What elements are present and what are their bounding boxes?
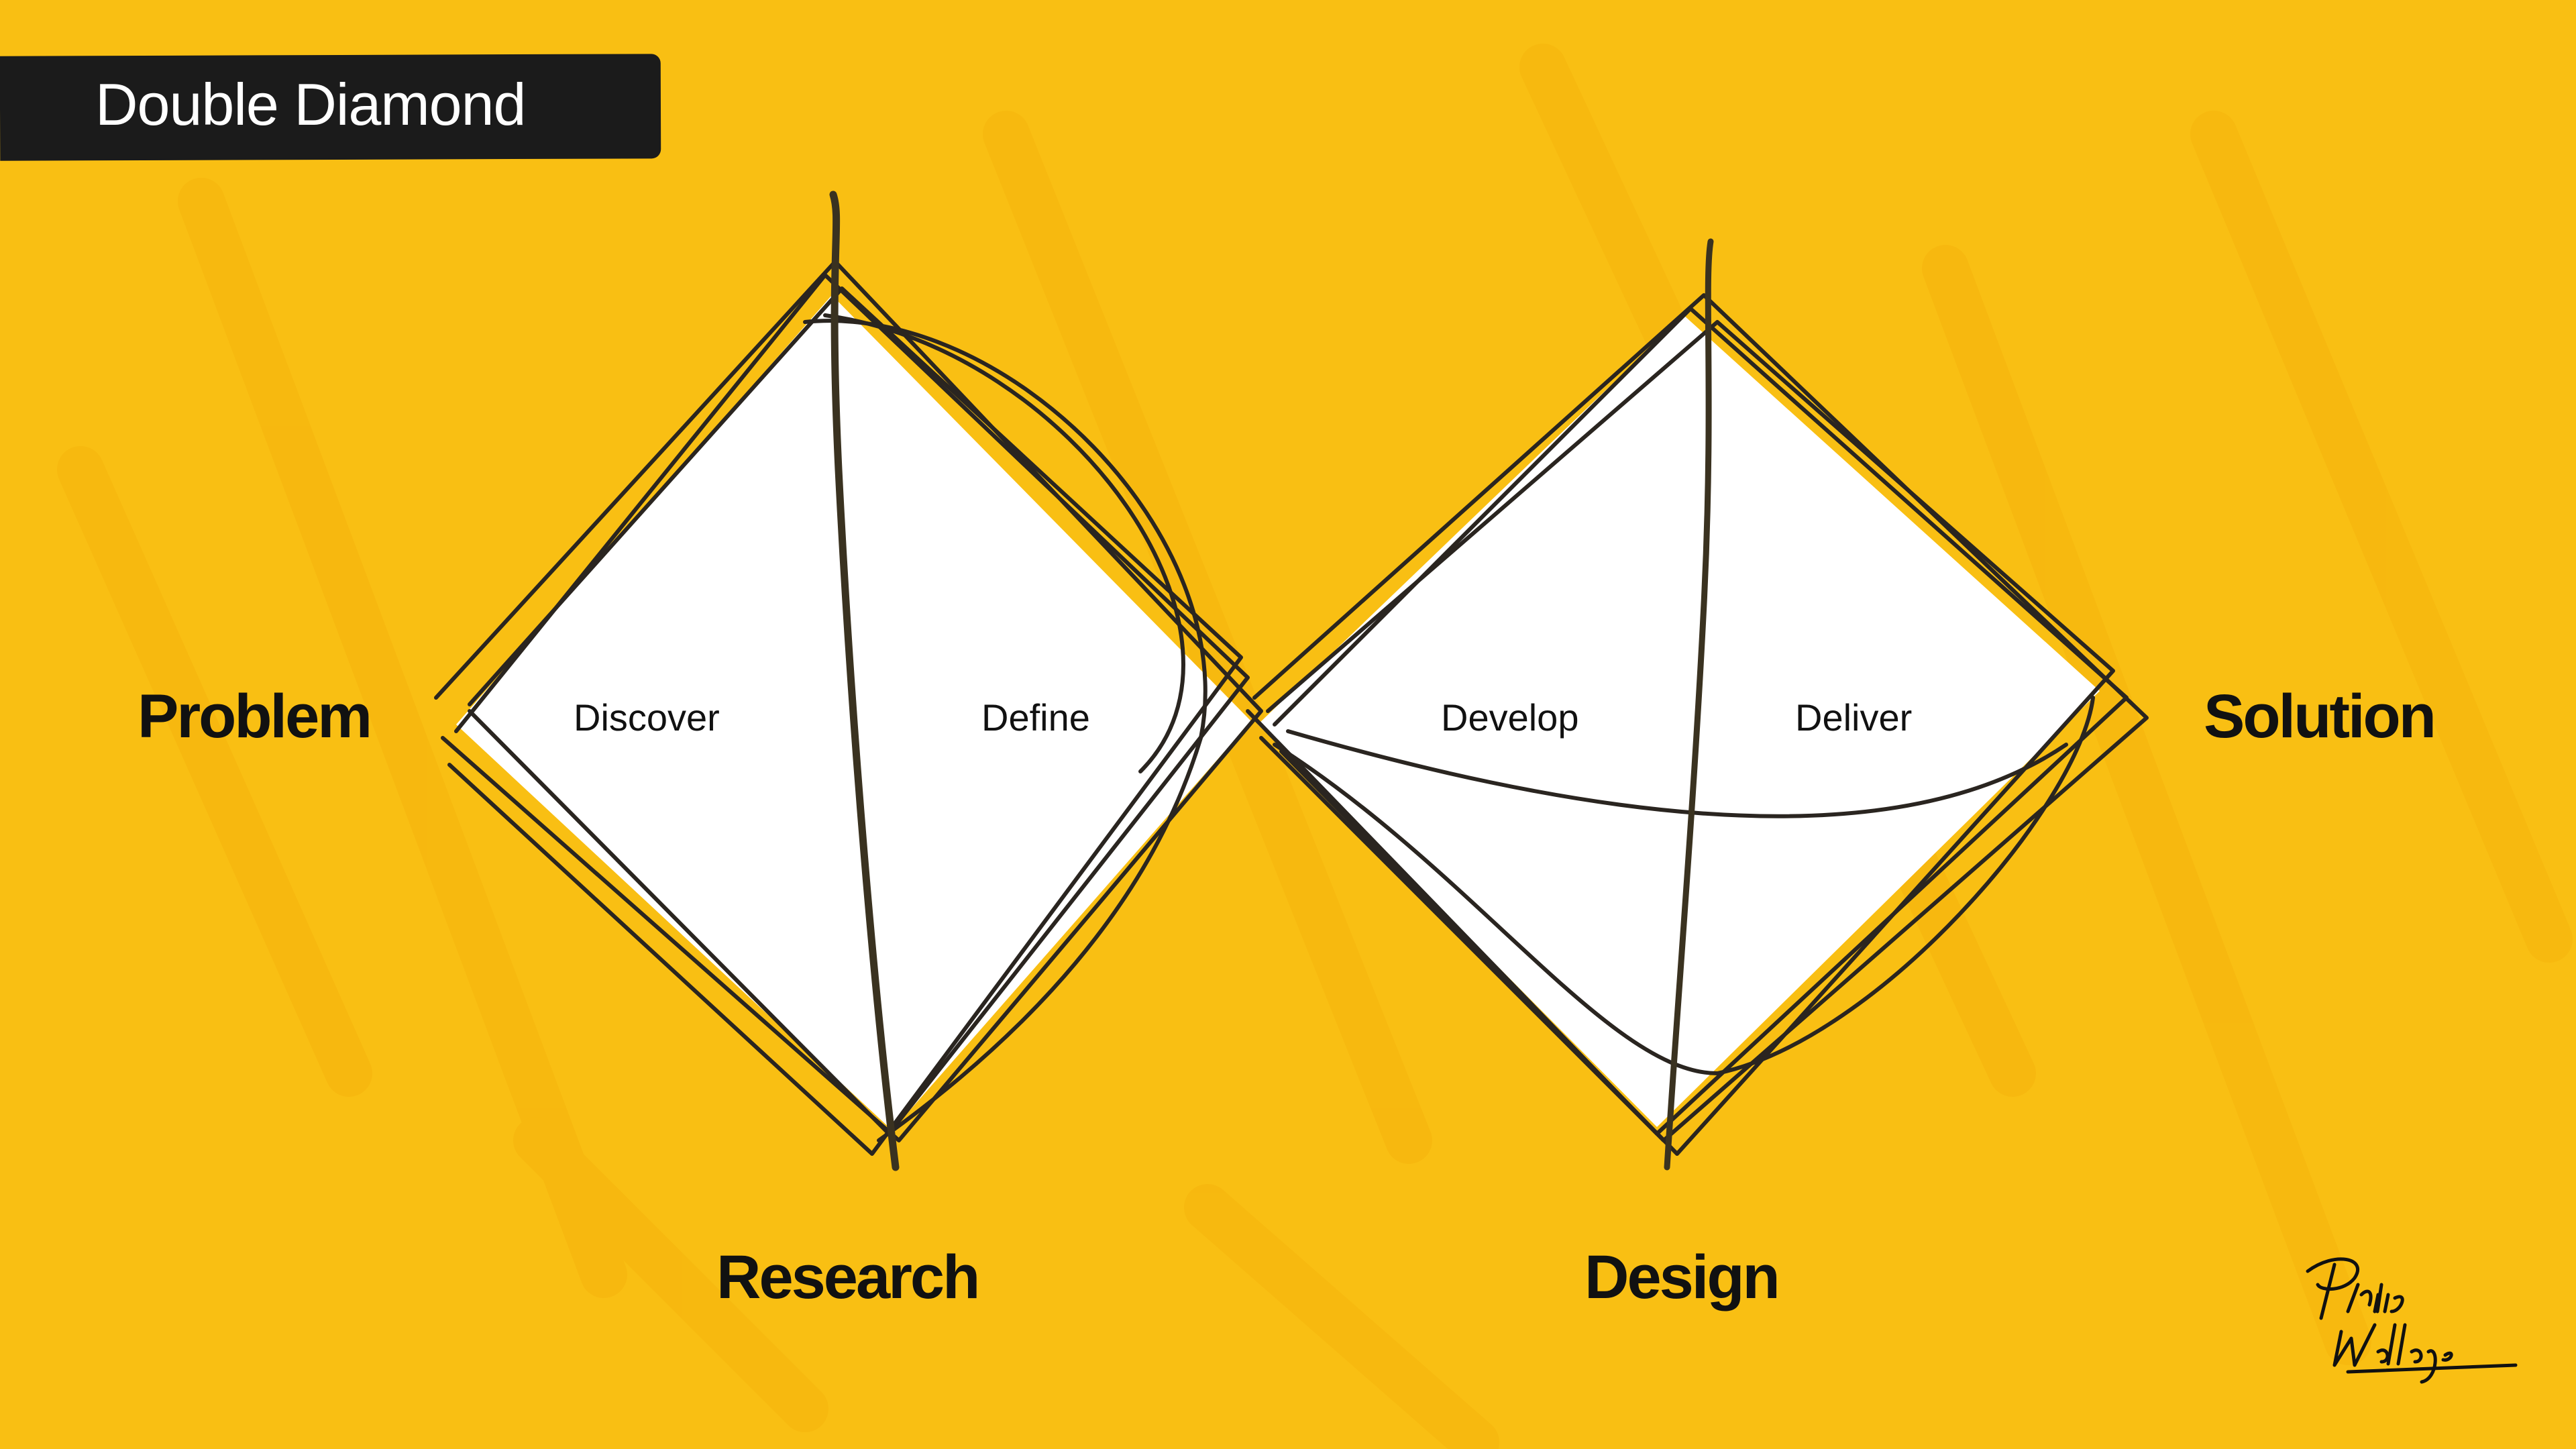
label-design: Design [1585, 1243, 1780, 1311]
label-problem: Problem [138, 682, 372, 751]
left-divider-line [829, 191, 900, 1171]
phase-develop: Develop [1441, 696, 1579, 739]
label-solution: Solution [2204, 682, 2436, 751]
right-divider-line [1664, 238, 1714, 1171]
phase-discover: Discover [574, 696, 720, 739]
left-diamond-sketch [434, 260, 1263, 1156]
left-diamond [434, 191, 1263, 1171]
diagram-title: Double Diamond [95, 71, 526, 138]
right-diamond-sketch [1246, 293, 2149, 1156]
author-signature [2306, 1257, 2518, 1384]
label-research: Research [716, 1243, 980, 1311]
right-diamond [1246, 238, 2149, 1171]
right-diamond-fill [1258, 315, 2100, 1127]
phase-define: Define [981, 696, 1090, 739]
phase-deliver: Deliver [1795, 696, 1913, 739]
